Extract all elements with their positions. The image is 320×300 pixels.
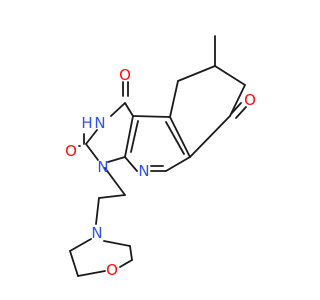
bond-c7-c10a-inner: [165, 121, 185, 155]
bond-c7k-c7: [189, 115, 231, 158]
bond-n4-c4a: [107, 156, 126, 163]
atom-o1: O: [119, 66, 131, 84]
bond-c4a-n6: [124, 156, 138, 172]
atom-n6: N: [138, 162, 149, 180]
bond-c8-c7k: [229, 84, 246, 117]
bond-n4-ch2a: [104, 167, 126, 196]
bonds: [69, 35, 247, 277]
atom-o3: O: [65, 142, 77, 160]
bond-c4a-c10b: [124, 115, 134, 158]
atom-h2: H: [81, 114, 92, 132]
atom-n4: N: [97, 158, 108, 176]
bond-c1m-c2m: [129, 245, 133, 261]
atom-o-morpholine: O: [106, 261, 118, 279]
bond-c7-c10a: [169, 116, 191, 158]
bond-c3m-c4m: [69, 250, 79, 277]
bond-nm-c1m: [103, 240, 131, 247]
bond-c4a-c10b-inner: [130, 120, 139, 153]
atom-labels: O N H O N N O N O: [65, 66, 256, 279]
bond-c1-n2: [110, 102, 126, 117]
bond-c4m-nm: [69, 238, 92, 252]
bond-om-c3m: [77, 270, 106, 277]
bond-c10b-c1: [124, 102, 134, 117]
bond-c2m-om: [119, 259, 133, 268]
bond-c10a-c10: [169, 80, 179, 118]
bond-c10-c9: [177, 65, 216, 82]
bond-c6a-c7: [165, 156, 191, 172]
bond-ck-o8-b: [235, 106, 247, 119]
bond-ck-o8-a: [230, 102, 242, 115]
molecule-structure: O N H O N N O N O: [65, 35, 256, 279]
bond-ch2b-nm: [95, 197, 100, 225]
bond-c3-n4: [85, 143, 99, 161]
bond-n2-c3: [85, 129, 98, 145]
bond-c10a-c10b: [132, 115, 171, 118]
atom-o8: O: [244, 91, 256, 109]
atom-n2: N: [94, 114, 105, 132]
atom-n-morpholine: N: [91, 224, 102, 242]
bond-ch2a-ch2b: [98, 194, 126, 199]
bond-c9-c8: [214, 65, 246, 86]
